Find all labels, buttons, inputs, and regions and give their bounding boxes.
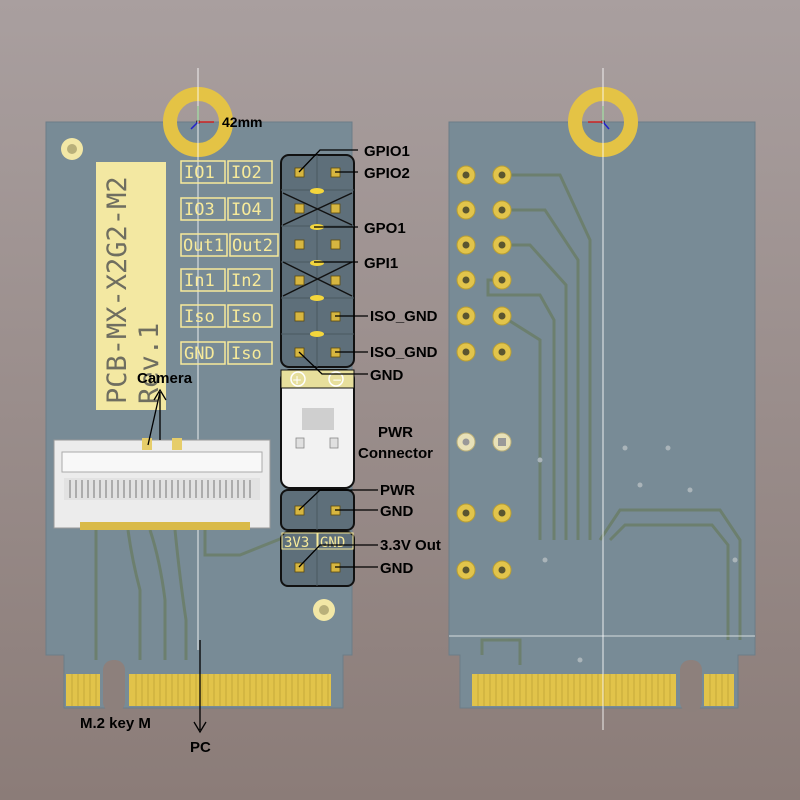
callout-pwr-connector-line1: PWR — [378, 424, 413, 441]
callout-gnd-bottom: GND — [380, 560, 414, 577]
silk-in1: In1 — [184, 271, 215, 291]
camera-connector — [53, 438, 271, 530]
callout-gnd-mid: GND — [380, 503, 414, 520]
left-traces — [94, 529, 291, 660]
callout-pwr-connector-line2: Connector — [358, 445, 433, 462]
left-edge-fingers — [66, 674, 331, 706]
svg-text:+: + — [292, 373, 302, 387]
callout-gnd-top: GND — [370, 367, 404, 384]
pwr-header — [280, 489, 355, 531]
callout-m2-key: M.2 key M — [80, 715, 151, 732]
callout-camera: Camera — [137, 370, 193, 387]
silk-io3: IO3 — [184, 200, 215, 220]
silk-gnd-pwr: GND — [320, 535, 345, 551]
callout-pc: PC — [190, 739, 211, 756]
silk-io4: IO4 — [231, 200, 262, 220]
silkscreen-labels: IO1 IO2 IO3 IO4 Out1 Out2 In1 In2 Iso Is… — [180, 160, 279, 365]
silk-iso3: Iso — [231, 344, 262, 364]
silk-iso1: Iso — [184, 307, 215, 327]
left-notch — [103, 660, 125, 712]
right-notch — [680, 660, 702, 712]
power-connector: + − — [280, 369, 355, 489]
callout-gpio1: GPIO1 — [364, 143, 410, 160]
dimension-label: 42mm — [222, 114, 262, 130]
right-pcb-outline — [448, 121, 756, 709]
right-pads — [456, 165, 512, 580]
callouts — [147, 149, 378, 734]
silk-3v3: 3V3 — [284, 535, 309, 551]
silk-io1: IO1 — [184, 163, 215, 183]
silk-in2: In2 — [231, 271, 262, 291]
callout-pwr: PWR — [380, 482, 415, 499]
out-3v3-header: 3V3 GND — [280, 531, 355, 587]
callout-iso-gnd-2: ISO_GND — [370, 344, 438, 361]
svg-text:−: − — [332, 373, 342, 387]
right-board — [448, 68, 756, 730]
board-name-block — [96, 162, 166, 410]
right-traces — [480, 173, 742, 665]
silk-out1: Out1 — [183, 236, 224, 256]
callout-gpi1: GPI1 — [364, 255, 398, 272]
silk-out2: Out2 — [232, 236, 273, 256]
callout-gpio2: GPIO2 — [364, 165, 410, 182]
board-name: PCB-MX-X2G2-M2 — [102, 176, 133, 404]
silk-iso2: Iso — [231, 307, 262, 327]
left-board: 42mm PCB-MX-X2G2-M2 Rev.1 IO1 IO2 IO3 IO… — [45, 68, 355, 712]
silk-gnd: GND — [184, 344, 215, 364]
callout-3v3-out: 3.3V Out — [380, 537, 441, 554]
silk-io2: IO2 — [231, 163, 262, 183]
gpio-header — [280, 154, 355, 368]
callout-iso-gnd-1: ISO_GND — [370, 308, 438, 325]
callout-gpo1: GPO1 — [364, 220, 406, 237]
